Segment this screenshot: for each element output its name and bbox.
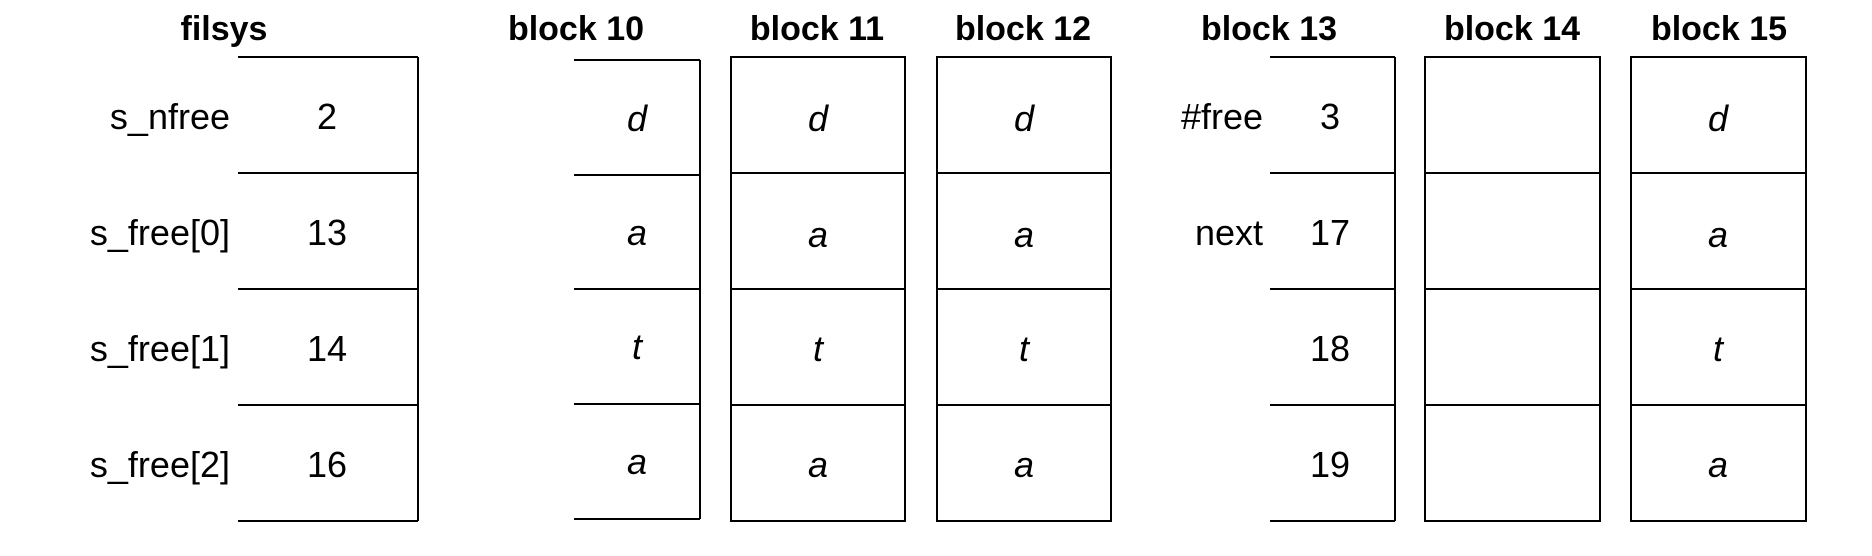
block-10-cell: t [632, 326, 644, 367]
s-nfree-label: s_nfree [110, 96, 230, 137]
block-13-cell: 17 [1310, 212, 1350, 253]
block-13-title: block 13 [1201, 10, 1337, 48]
block-14: block 14 [1424, 10, 1601, 522]
block-13-cell: 18 [1310, 328, 1350, 369]
block-13: block 13 #free next 3 17 18 19 [1181, 10, 1396, 522]
block-13-cell: 3 [1320, 96, 1340, 137]
block-12-title: block 12 [955, 10, 1091, 48]
block-10-cell: d [627, 98, 648, 139]
block-11-cell: t [813, 328, 825, 369]
block-15: block 15 d a t a [1630, 10, 1807, 522]
block-12-cell: a [1014, 444, 1034, 485]
block-11-cell: d [808, 98, 829, 139]
block-12-cell: d [1014, 98, 1035, 139]
s-free-1-value: 14 [307, 328, 347, 369]
block-15-cell: t [1713, 328, 1725, 369]
block-11-cell: a [808, 214, 828, 255]
block-12: block 12 d a t a [936, 10, 1112, 522]
s-free-0-label: s_free[0] [90, 212, 230, 253]
block-12-cell: a [1014, 214, 1034, 255]
filsys-panel: filsys s_nfree 2 s_free[0] 13 s_free[1] … [90, 10, 419, 522]
block-10: block 10 d a t a [508, 10, 701, 520]
block-11: block 11 d a t a [730, 10, 906, 522]
block-13-cell: 19 [1310, 444, 1350, 485]
block-10-title: block 10 [508, 10, 644, 48]
block-10-cell: a [627, 212, 647, 253]
block-11-cell: a [808, 444, 828, 485]
block-13-free-count-label: #free [1181, 96, 1263, 137]
s-free-2-label: s_free[2] [90, 444, 230, 485]
filsys-title: filsys [181, 10, 268, 48]
s-nfree-value: 2 [317, 96, 337, 137]
block-10-cell: a [627, 441, 647, 482]
block-15-cell: a [1708, 214, 1728, 255]
block-15-cell: d [1708, 98, 1729, 139]
s-free-2-value: 16 [307, 444, 347, 485]
s-free-0-value: 13 [307, 212, 347, 253]
block-15-title: block 15 [1651, 10, 1787, 48]
block-11-title: block 11 [750, 10, 884, 48]
s-free-1-label: s_free[1] [90, 328, 230, 369]
block-14-title: block 14 [1444, 10, 1580, 48]
block-15-cell: a [1708, 444, 1728, 485]
block-12-cell: t [1019, 328, 1031, 369]
block-13-next-label: next [1195, 212, 1263, 253]
